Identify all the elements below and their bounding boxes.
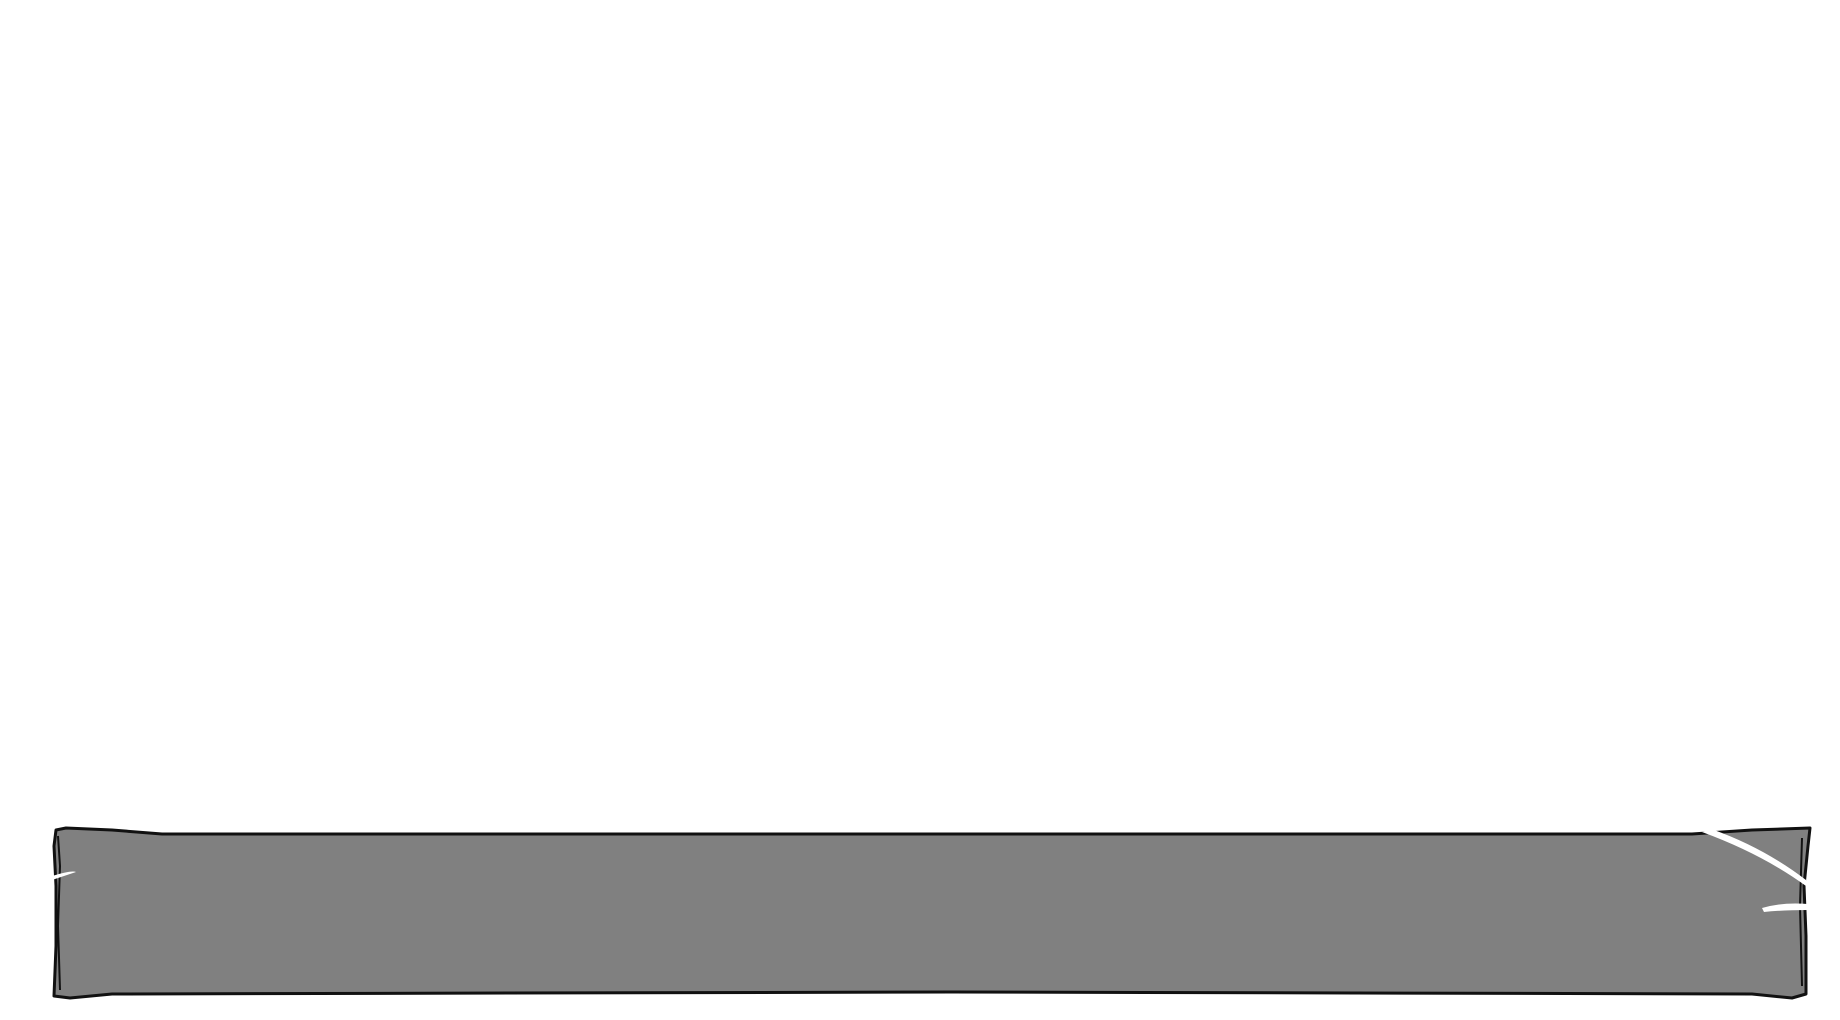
- dialogue-text: [92, 856, 1736, 976]
- dialogue-box-frame: [52, 826, 1812, 1000]
- scene-background: [0, 0, 1840, 820]
- scratch-mark-top-right: [1702, 830, 1806, 886]
- dialogue-box[interactable]: [52, 826, 1816, 1000]
- scratch-mark-right: [1762, 903, 1808, 912]
- dialogue-box-panel: [52, 826, 1812, 1000]
- scratch-mark-left: [52, 871, 76, 880]
